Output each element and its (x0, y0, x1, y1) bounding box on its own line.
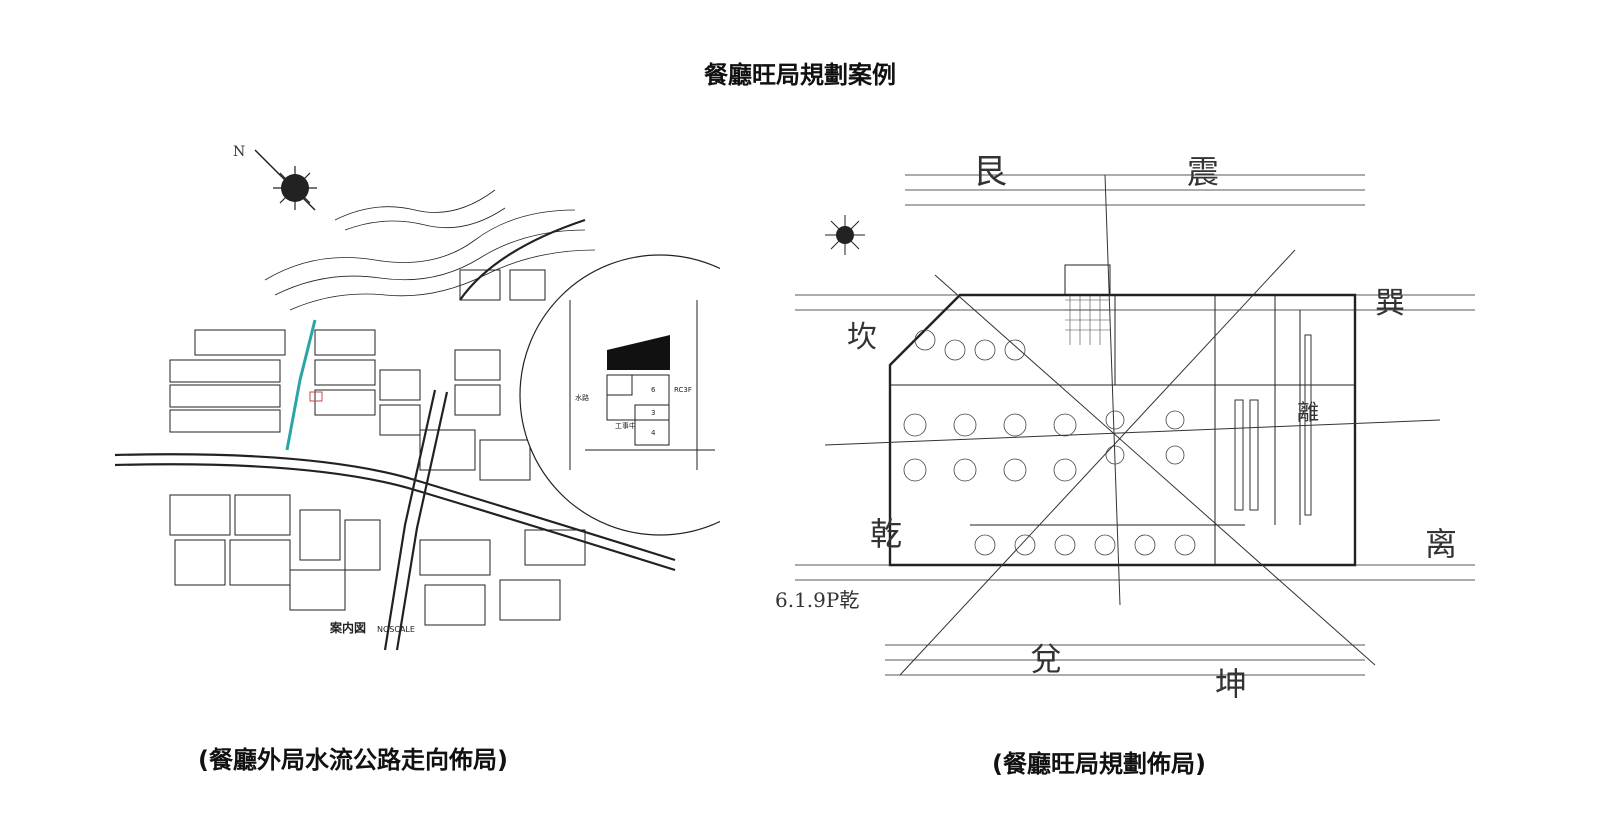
page-title: 餐廳旺局規劃案例 (704, 61, 896, 89)
inset-cell-d: RC3F (674, 386, 692, 394)
handwritten-kun: 坤 (1215, 665, 1247, 700)
map-label: 案内図 (329, 620, 366, 635)
right-caption: (餐廳旺局規劃佈局) (992, 750, 1206, 778)
left-caption: (餐廳外局水流公路走向佈局) (198, 746, 508, 774)
handwritten-dui: 兌 (1030, 640, 1062, 678)
handwritten-date-note: 6.1.9P乾 (775, 588, 859, 612)
handwritten-zhen: 震 (1187, 153, 1219, 191)
map-label-sub: NOSCALE (377, 625, 415, 634)
inset-cell-a: 6 (651, 386, 656, 394)
inset-cell-c: 4 (651, 429, 656, 437)
handwritten-kan: 坎 (847, 320, 877, 355)
site-map-drawing: N (115, 130, 720, 660)
inset-label-a: 水路 (575, 393, 589, 402)
inset-cell-b: 3 (651, 409, 655, 417)
compass-icon (825, 215, 865, 255)
handwritten-xun: 巽 (1375, 286, 1405, 321)
north-arrow-icon (254, 149, 317, 211)
inset-cell-e: 工事中 (615, 421, 636, 430)
north-label: N (233, 144, 245, 160)
handwritten-li-2: 離 (1297, 401, 1319, 426)
floor-plan-drawing: 艮 震 巽 坎 乾 兌 坤 离 離 6.1.9P乾 (775, 135, 1495, 700)
handwritten-gen: 艮 (973, 152, 1007, 192)
handwritten-li: 离 (1425, 525, 1457, 563)
handwritten-qian: 乾 (870, 515, 902, 553)
